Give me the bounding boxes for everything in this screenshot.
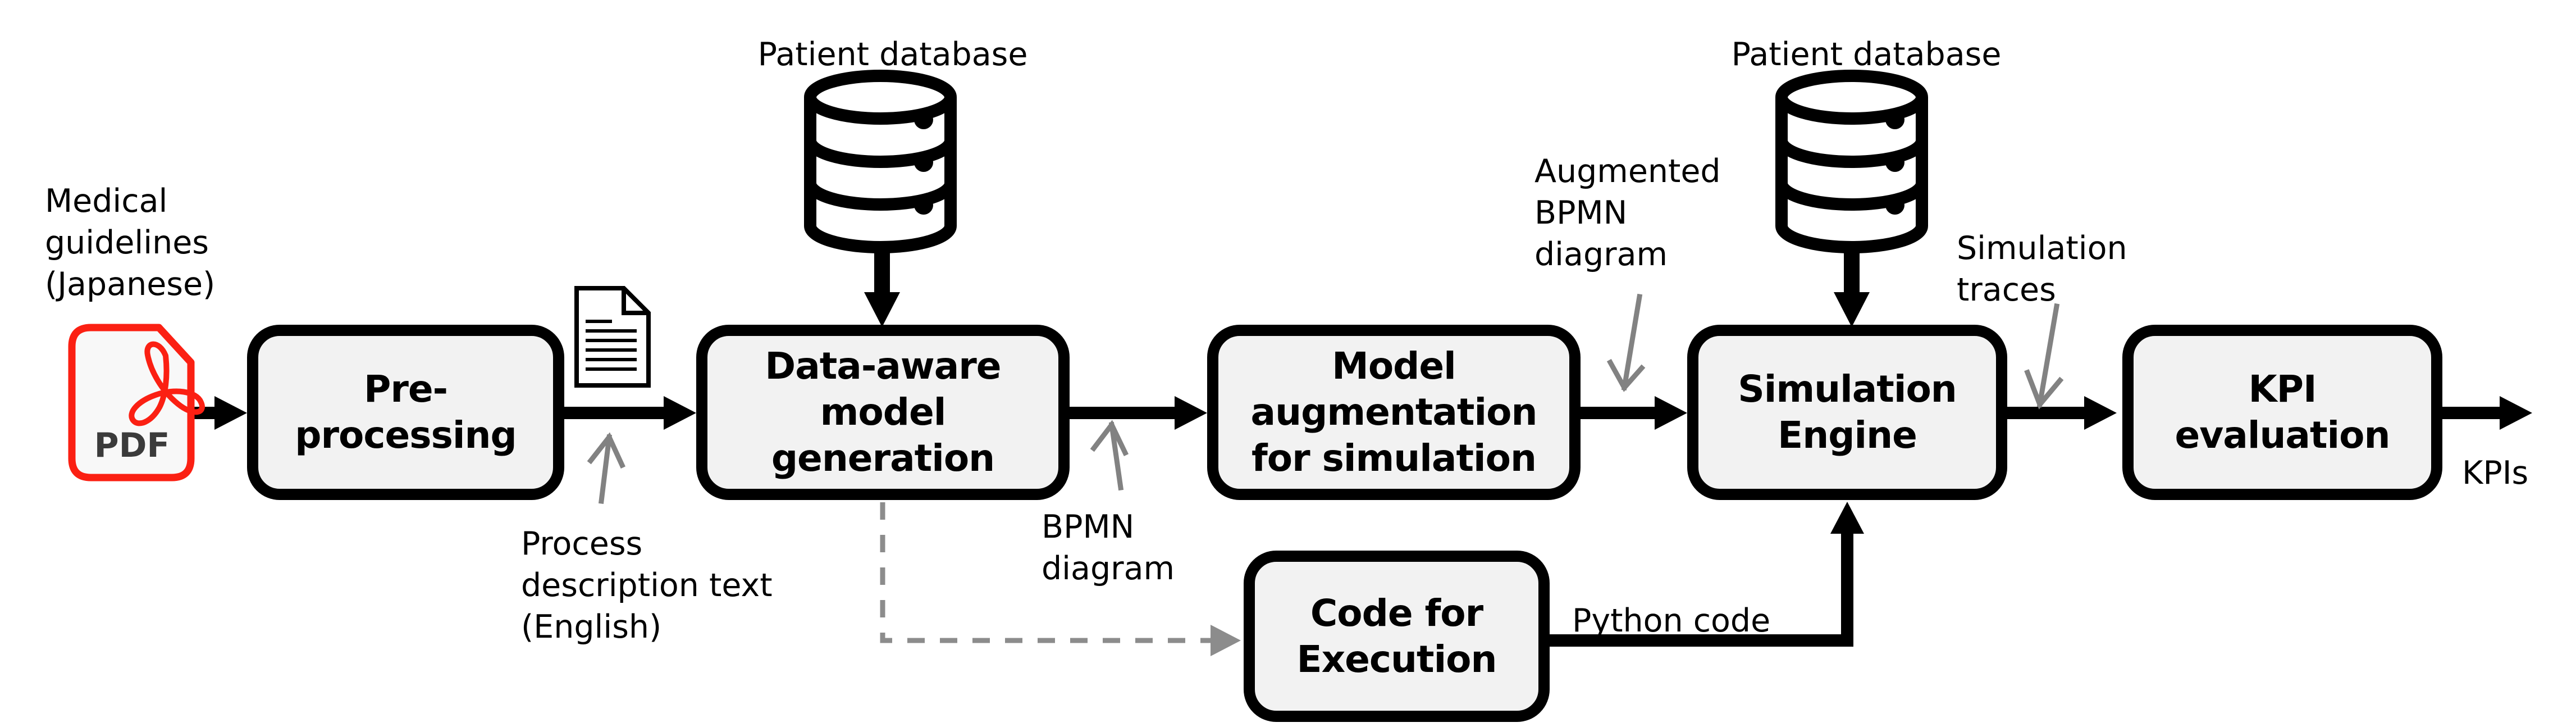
- process-description-label: Process description text (English): [521, 525, 773, 646]
- node-data-aware-model-generation: Data-aware model generation: [696, 325, 1070, 500]
- node-kpi-evaluation: KPI evaluation: [2122, 325, 2442, 500]
- acrobat-swirl-icon: [129, 341, 205, 426]
- pointer-arrow-bpmn-diagram: [1090, 420, 1129, 491]
- node-model-augmentation: Model augmentation for simulation: [1207, 325, 1581, 500]
- node-label: Model augmentation for simulation: [1250, 344, 1538, 480]
- node-label: Pre- processing: [295, 367, 517, 457]
- dashed-code-generation-arrow: [880, 502, 1241, 656]
- kpis-label: KPIs: [2462, 455, 2529, 492]
- simulation-traces-label: Simulation traces: [1957, 230, 2127, 308]
- pdf-badge-label: PDF: [94, 426, 170, 465]
- python-code-label: Python code: [1572, 602, 1771, 639]
- patient-database-label-1: Patient database: [757, 36, 1028, 73]
- augmented-bpmn-label: Augmented BPMN diagram: [1534, 153, 1721, 273]
- node-label: Code for Execution: [1296, 591, 1497, 681]
- patient-database-label-2: Patient database: [1731, 36, 2002, 73]
- flow-arrow-simengine-to-kpi: [2006, 396, 2117, 430]
- database-arrow-1: [864, 252, 900, 327]
- node-label: Simulation Engine: [1738, 367, 1957, 457]
- node-label: Data-aware model generation: [765, 344, 1001, 480]
- medical-guidelines-label: Medical guidelines (Japanese): [45, 183, 216, 303]
- pointer-arrow-process-description: [587, 432, 625, 505]
- pointer-arrow-simulation-traces: [2024, 303, 2064, 410]
- flow-arrow-kpi-output: [2442, 396, 2532, 430]
- flow-arrow-datagen-to-augmentation: [1070, 396, 1207, 430]
- node-simulation-engine: Simulation Engine: [1687, 325, 2007, 500]
- bpmn-diagram-label: BPMN diagram: [1042, 508, 1175, 587]
- database-arrow-2: [1834, 252, 1870, 327]
- database-icon-1: [804, 70, 957, 253]
- node-label: KPI evaluation: [2175, 367, 2391, 457]
- node-pre-processing: Pre- processing: [247, 325, 564, 500]
- node-code-for-execution: Code for Execution: [1244, 551, 1550, 722]
- python-code-connector-arrow: [1550, 502, 1864, 647]
- pointer-arrow-augmented-bpmn: [1606, 293, 1646, 392]
- pdf-file-icon: [68, 324, 205, 481]
- database-icon-2: [1775, 70, 1928, 253]
- text-document-icon: [574, 286, 651, 388]
- flow-arrow-preprocessing-to-datagen: [563, 396, 696, 430]
- flow-arrow-augmentation-to-simengine: [1581, 396, 1687, 430]
